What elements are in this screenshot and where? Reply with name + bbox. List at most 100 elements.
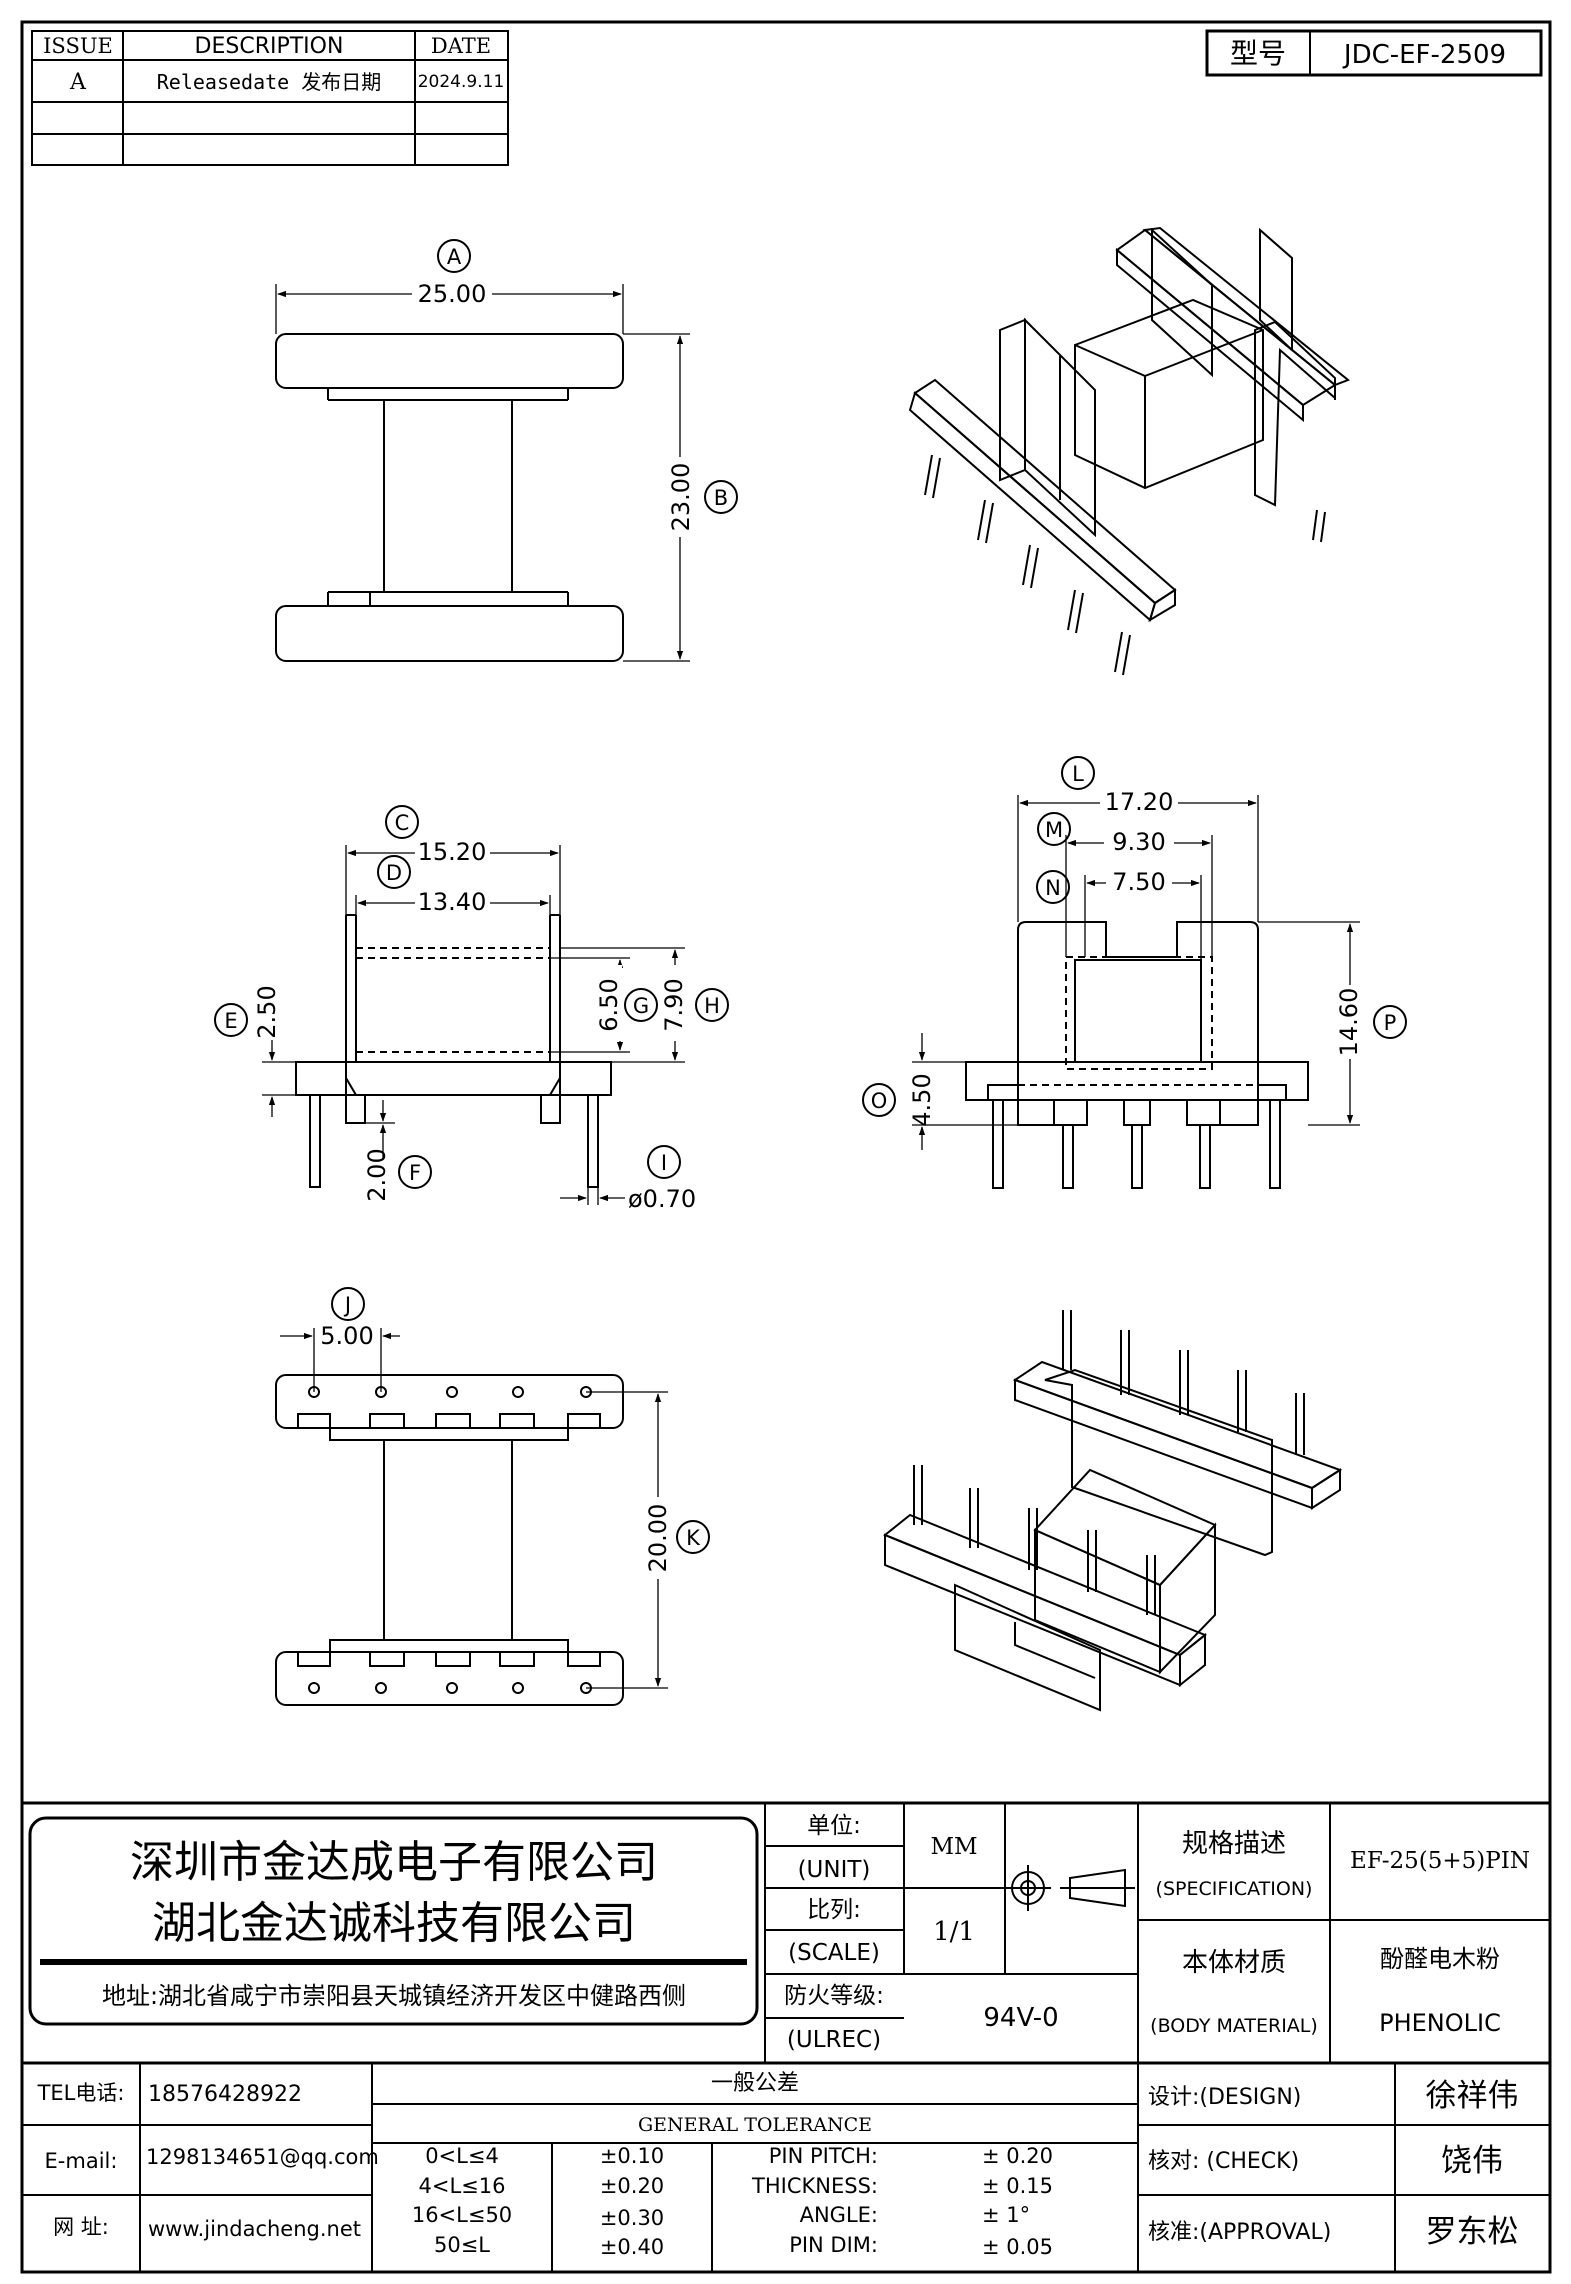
front-view [214, 805, 729, 1205]
scale-label-en: (SCALE) [788, 1940, 880, 1966]
spec-name-4: PIN DIM: [789, 2233, 878, 2257]
spec-label-cn: 规格描述 [1182, 1829, 1286, 1859]
dim-i-tag: I [661, 1151, 667, 1175]
top-view [275, 239, 738, 662]
unit-label-en: (UNIT) [798, 1857, 871, 1883]
dim-k-tag: K [686, 1526, 701, 1550]
ul-label-en: (ULREC) [787, 2027, 881, 2053]
email-value: 1298134651@qq.com [146, 2145, 379, 2169]
dim-i-value: ø0.70 [628, 1185, 696, 1213]
tol-range-2: 4<L≤16 [419, 2174, 506, 2198]
dim-o-tag: O [871, 1089, 888, 1113]
revision-date-value: 2024.9.11 [418, 72, 505, 92]
drawing-border [20, 20, 1552, 2274]
ul-label-cn: 防火等级: [784, 1983, 884, 2009]
dim-c-value: 15.20 [418, 838, 487, 866]
dim-f-value: 2.00 [363, 1148, 391, 1201]
side-view [862, 756, 1407, 1189]
dim-l-tag: L [1072, 762, 1084, 786]
title-block-grid [22, 1801, 1550, 2272]
revision-description-header: DESCRIPTION [195, 34, 344, 59]
design-name: 徐祥伟 [1426, 2078, 1519, 2114]
dim-b-tag-circle [704, 480, 738, 514]
tol-range-3: 16<L≤50 [412, 2203, 512, 2227]
approval-label: 核准:(APPROVAL) [1148, 2220, 1331, 2245]
tol-range-4: 50≤L [434, 2233, 490, 2257]
scale-value: 1/1 [933, 1917, 975, 1947]
model-box [1205, 29, 1543, 77]
dim-o-tag-circle [862, 1083, 896, 1117]
dim-g-value: 6.50 [595, 978, 623, 1031]
dim-j-tag-circle [331, 1287, 365, 1321]
dim-p-value: 14.60 [1335, 988, 1363, 1057]
dim-b-value: 23.00 [667, 463, 695, 532]
dim-d-value: 13.40 [418, 888, 487, 916]
dim-l-value: 17.20 [1105, 788, 1174, 816]
tol-value-1: ±0.10 [600, 2144, 664, 2168]
spec-tol-3: ± 1° [982, 2203, 1030, 2227]
dim-h-tag: H [704, 994, 720, 1018]
dim-d-tag-circle [377, 855, 411, 889]
model-label: 型号 [1230, 37, 1286, 70]
unit-label-cn: 单位: [807, 1813, 861, 1839]
revision-issue-header: ISSUE [43, 34, 113, 58]
dim-n-tag-circle [1036, 870, 1070, 904]
spec-tol-4: ± 0.05 [982, 2235, 1053, 2259]
tol-value-2: ±0.20 [600, 2174, 664, 2198]
dim-m-tag-circle [1037, 812, 1071, 846]
dim-m-tag: M [1045, 818, 1063, 842]
material-label-cn: 本体材质 [1182, 1948, 1286, 1978]
dim-l-tag-circle [1061, 756, 1095, 790]
check-name: 饶伟 [1441, 2143, 1503, 2179]
spec-tol-1: ± 0.20 [982, 2144, 1053, 2168]
tel-value: 18576428922 [148, 2082, 302, 2107]
bottom-view [275, 1287, 710, 1706]
ul-value: 94V-0 [983, 2003, 1058, 2033]
iso-view-top [908, 226, 1350, 676]
revision-issue-value: A [69, 70, 87, 95]
dim-e-tag: E [224, 1009, 237, 1033]
revision-table [31, 30, 509, 166]
dim-f-tag: F [409, 1161, 421, 1185]
dim-p-tag-circle [1373, 1005, 1407, 1039]
material-value-en: PHENOLIC [1379, 2009, 1501, 2037]
dim-c-tag: C [395, 811, 410, 835]
dim-m-value: 9.30 [1112, 828, 1165, 856]
scale-label-cn: 比列: [807, 1897, 861, 1923]
web-label: 网 址: [53, 2215, 109, 2239]
tel-label: TEL电话: [37, 2081, 125, 2105]
check-label: 核对: (CHECK) [1148, 2149, 1299, 2174]
material-value-cn: 酚醛电木粉 [1380, 1945, 1500, 1973]
dim-c-tag-circle [385, 805, 419, 839]
dim-k-tag-circle [676, 1520, 710, 1554]
dim-g-tag-circle [624, 988, 658, 1022]
company-address: 地址:湖北省咸宁市崇阳县天城镇经济开发区中健路西侧 [102, 1982, 686, 2010]
spec-tol-2: ± 0.15 [982, 2174, 1053, 2198]
revision-date-header: DATE [431, 34, 491, 58]
dim-g-tag: G [633, 994, 649, 1018]
revision-description-value: Releasedate 发布日期 [157, 70, 382, 94]
unit-value: MM [930, 1834, 977, 1860]
spec-name-3: ANGLE: [800, 2203, 878, 2227]
dim-o-value: 4.50 [908, 1073, 936, 1126]
tol-range-1: 0<L≤4 [425, 2144, 499, 2168]
dim-p-tag: P [1384, 1011, 1397, 1035]
iso-view-bottom [883, 1310, 1343, 1712]
spec-name-1: PIN PITCH: [769, 2144, 878, 2168]
dim-d-tag: D [386, 861, 402, 885]
tolerance-title-en: GENERAL TOLERANCE [638, 2114, 872, 2136]
dim-a-value: 25.00 [418, 280, 487, 308]
dim-h-value: 7.90 [660, 978, 688, 1031]
tol-value-4: ±0.40 [600, 2235, 664, 2259]
dim-k-value: 20.00 [644, 1504, 672, 1573]
dim-a-tag-circle [437, 239, 471, 273]
dim-e-value: 2.50 [253, 985, 281, 1038]
dim-e-tag-circle [214, 1003, 248, 1037]
dim-f-tag-circle [398, 1155, 432, 1189]
spec-name-2: THICKNESS: [751, 2174, 878, 2198]
dim-h-tag-circle [695, 988, 729, 1022]
spec-label-en: (SPECIFICATION) [1156, 1878, 1313, 1900]
dim-a-tag: A [447, 245, 462, 269]
tolerance-title-cn: 一般公差 [711, 2071, 799, 2096]
dim-n-tag: N [1045, 876, 1061, 900]
